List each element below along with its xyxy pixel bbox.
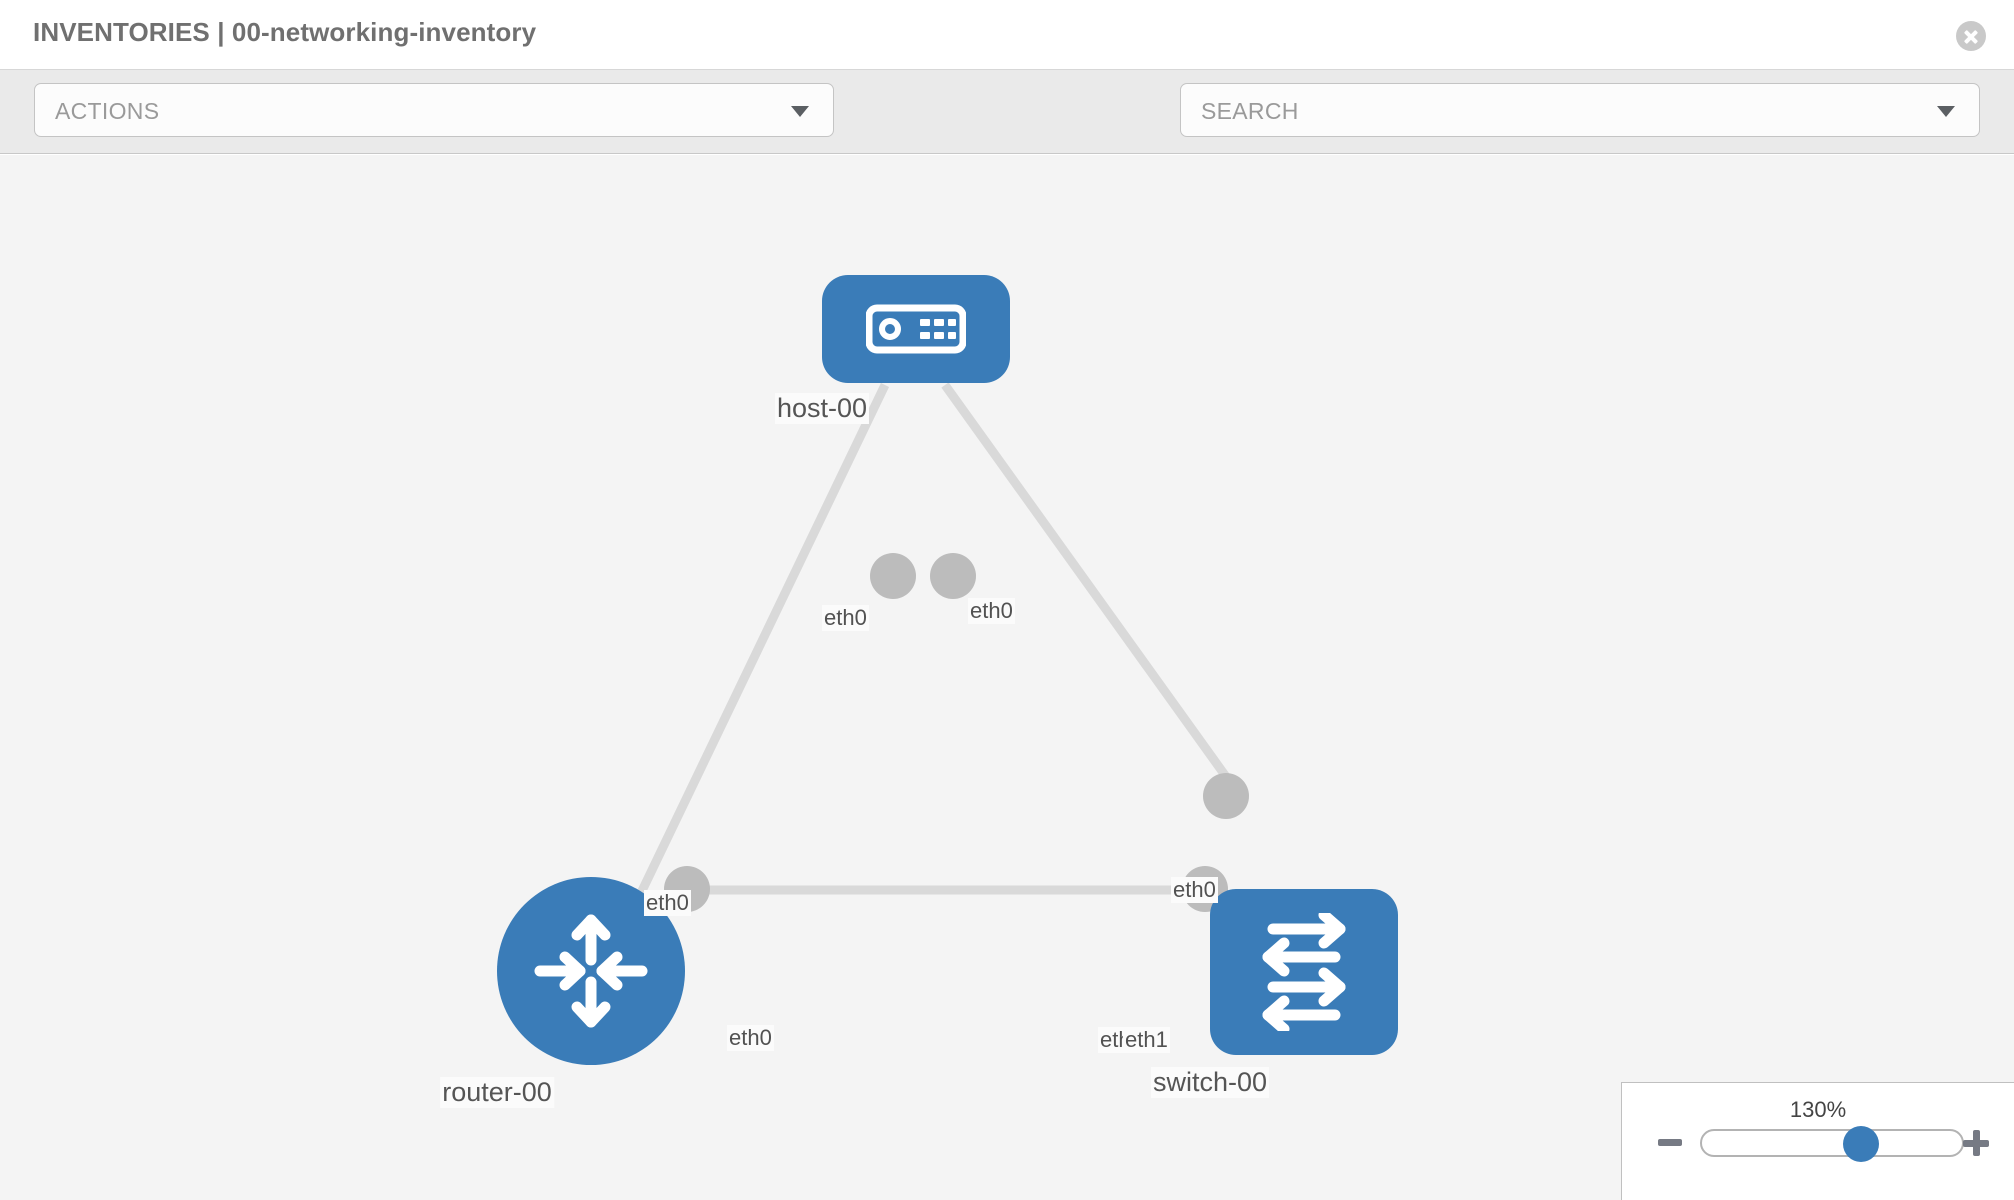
toolbar: ACTIONS SEARCH	[0, 70, 2014, 195]
edge-label-switch-left-b: eth1	[1123, 1027, 1170, 1053]
actions-dropdown-label: ACTIONS	[55, 98, 160, 124]
router-node-shape[interactable]	[497, 877, 685, 1065]
page-header: INVENTORIES | 00-networking-inventory	[0, 0, 2014, 70]
edge-label-router-right: eth0	[727, 1025, 774, 1051]
router-arrows-icon	[534, 914, 648, 1028]
chevron-down-icon	[791, 106, 809, 117]
zoom-slider-thumb[interactable]	[1843, 1126, 1880, 1162]
host-node-shape[interactable]	[822, 275, 1010, 383]
zoom-slider-track[interactable]	[1700, 1126, 1964, 1162]
edge-label-host-right: eth0	[968, 598, 1015, 624]
interface-connector-switch-top[interactable]	[1203, 773, 1249, 819]
edge-label-switch-up: eth0	[1171, 877, 1218, 903]
interface-connector-host-right[interactable]	[930, 553, 976, 599]
switch-arrows-icon	[1262, 913, 1346, 1031]
zoom-control-panel: 130%	[1621, 1082, 2014, 1200]
search-input-value: SEARCH	[1201, 98, 1299, 124]
minus-icon[interactable]	[1658, 1139, 1682, 1146]
zoom-level-value: 130%	[1789, 1097, 1847, 1122]
topology-canvas[interactable]: host-00	[0, 155, 2014, 1200]
search-input[interactable]: SEARCH	[1180, 83, 1980, 137]
topology-node-label-host-00: host-00	[774, 393, 870, 424]
edge-label-host-left: eth0	[822, 605, 869, 631]
topology-links	[635, 382, 1236, 897]
topology-node-label-switch-00: switch-00	[1150, 1067, 1270, 1098]
server-icon	[866, 304, 966, 354]
page-title: INVENTORIES | 00-networking-inventory	[33, 17, 537, 47]
interface-connector-host-left[interactable]	[870, 553, 916, 599]
close-icon[interactable]	[1956, 21, 1986, 51]
edge-label-router-up: eth0	[644, 890, 691, 916]
topology-node-label-router-00: router-00	[440, 1077, 554, 1108]
switch-node-shape[interactable]	[1210, 889, 1398, 1055]
actions-dropdown[interactable]: ACTIONS	[34, 83, 834, 137]
chevron-down-icon	[1937, 106, 1955, 117]
link-host-switch	[941, 382, 1236, 788]
link-host-router	[635, 383, 890, 897]
plus-icon[interactable]	[1963, 1130, 1989, 1156]
plus-icon-bar-vertical	[1973, 1130, 1980, 1156]
